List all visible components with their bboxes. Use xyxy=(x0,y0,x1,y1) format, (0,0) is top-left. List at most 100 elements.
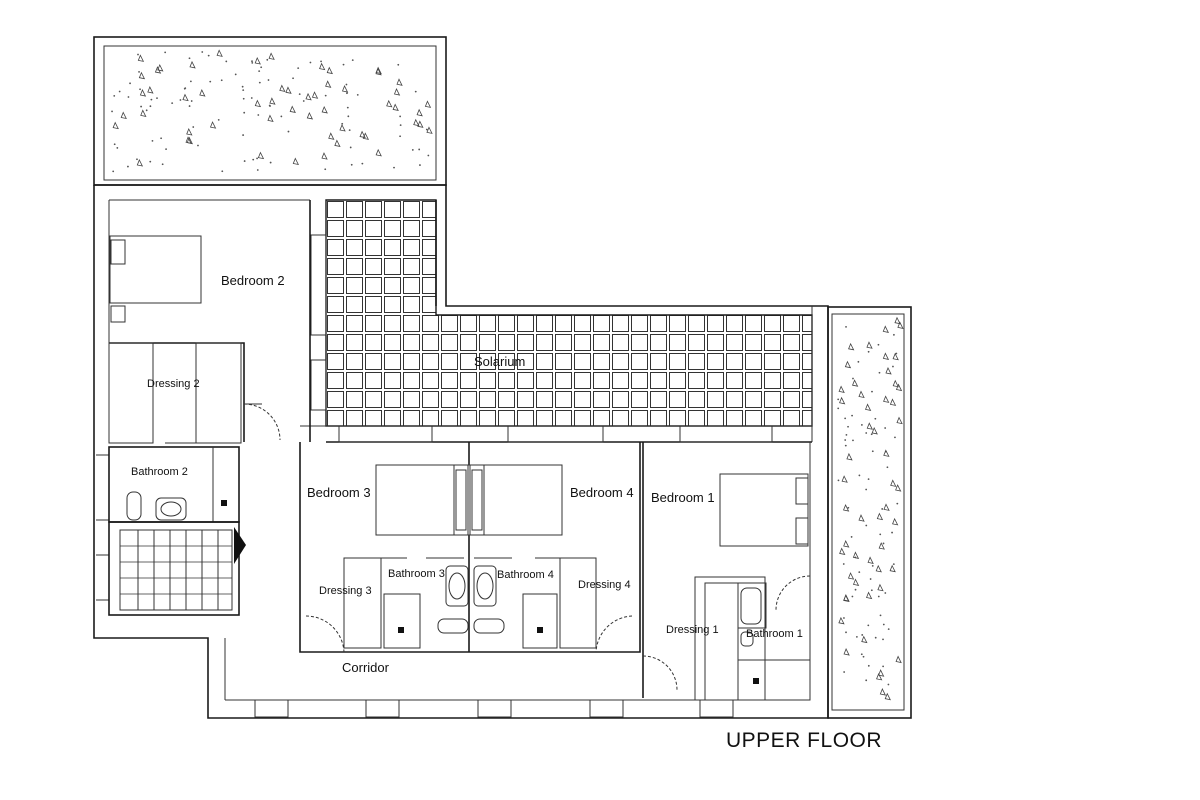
gravel-mark xyxy=(156,97,158,99)
gravel-mark xyxy=(182,93,189,102)
label-bedroom-4: Bedroom 4 xyxy=(570,485,634,500)
gravel-mark xyxy=(858,571,861,573)
gravel-mark xyxy=(269,161,272,164)
gravel-mark xyxy=(879,688,887,696)
gravel-mark xyxy=(140,109,147,117)
gravel-mark xyxy=(199,89,206,97)
gravel-mark xyxy=(883,449,890,457)
gravel-mark xyxy=(865,679,868,682)
gravel-mark xyxy=(858,474,861,477)
gravel-mark xyxy=(884,692,891,701)
gravel-mark xyxy=(425,128,428,131)
gravel-mark xyxy=(837,479,840,482)
label-bathroom-4: Bathroom 4 xyxy=(497,569,554,581)
gravel-mark xyxy=(356,94,359,96)
gravel-mark xyxy=(897,321,904,329)
gravel-mark xyxy=(882,352,890,360)
gravel-mark xyxy=(886,466,889,469)
gravel-mark xyxy=(841,475,848,483)
gravel-mark xyxy=(847,425,849,428)
gravel-mark xyxy=(183,87,186,90)
gravel-mark xyxy=(351,59,354,62)
gravel-mark xyxy=(129,82,131,85)
gravel-mark xyxy=(292,157,300,166)
gravel-mark xyxy=(882,542,885,545)
gravel-mark xyxy=(844,360,852,369)
gravel-mark xyxy=(847,572,855,580)
gravel-mark xyxy=(341,122,344,125)
gravel-mark xyxy=(858,514,865,522)
gravel-mark xyxy=(209,121,217,129)
label-bedroom-1: Bedroom 1 xyxy=(651,490,715,505)
gravel-mark xyxy=(285,86,292,94)
gravel-mark xyxy=(887,628,890,631)
gravel-mark xyxy=(842,563,845,565)
gravel-mark xyxy=(867,664,870,667)
gravel-mark xyxy=(414,90,417,93)
gravel-mark xyxy=(127,96,130,98)
gravel-mark xyxy=(884,592,887,594)
gravel-mark xyxy=(306,111,314,120)
gravel-mark xyxy=(843,648,850,656)
gravel-mark xyxy=(324,168,327,171)
gravel-mark xyxy=(882,638,884,641)
gravel-mark xyxy=(225,60,228,63)
gravel-mark xyxy=(887,683,890,686)
gravel-mark xyxy=(393,166,395,169)
gravel-mark xyxy=(254,99,262,108)
gravel-mark xyxy=(876,512,884,521)
gravel-mark xyxy=(852,379,859,387)
gravel-mark xyxy=(854,588,857,591)
gravel-mark xyxy=(243,111,246,114)
gravel-mark xyxy=(305,92,312,101)
gravel-mark xyxy=(892,563,895,566)
gravel-mark xyxy=(189,60,196,69)
gravel-mark xyxy=(857,360,860,363)
gravel-mark xyxy=(320,60,322,63)
gravel-mark xyxy=(861,634,864,636)
gravel-mark xyxy=(879,614,882,617)
label-solarium: Solarium xyxy=(474,354,525,369)
gravel-mark xyxy=(260,66,263,69)
gravel-mark xyxy=(871,450,874,453)
beds-bedroom-3-4 xyxy=(375,464,563,536)
gravel-mark xyxy=(895,352,898,355)
gravel-mark xyxy=(347,115,350,118)
gravel-mark xyxy=(862,655,865,658)
label-dressing-4: Dressing 4 xyxy=(578,579,631,591)
gravel-mark xyxy=(350,163,353,166)
gravel-mark xyxy=(424,100,432,108)
gravel-mark xyxy=(242,97,245,100)
gravel-mark xyxy=(311,91,319,99)
gravel-mark xyxy=(896,416,903,425)
gravel-mark xyxy=(127,165,129,168)
gravel-mark xyxy=(186,128,193,136)
bedroom-2-room xyxy=(108,200,311,444)
gravel-mark xyxy=(867,556,874,564)
label-bedroom-3: Bedroom 3 xyxy=(307,485,371,500)
gravel-mark xyxy=(164,51,167,54)
gravel-mark xyxy=(149,160,152,163)
bathroom-2-room xyxy=(108,446,240,523)
gravel-mark xyxy=(871,564,874,567)
gravel-mark xyxy=(892,517,899,526)
gravel-mark xyxy=(188,105,191,107)
gravel-mark xyxy=(375,148,382,157)
gravel-mark xyxy=(419,164,421,166)
label-dressing-2: Dressing 2 xyxy=(147,378,200,390)
gravel-mark xyxy=(325,80,332,88)
gravel-mark xyxy=(209,80,212,83)
gravel-mark xyxy=(113,94,116,97)
gravel-mark xyxy=(339,124,346,132)
gravel-mark xyxy=(416,108,423,117)
gravel-mark xyxy=(269,97,276,105)
gravel-mark xyxy=(359,130,366,139)
gravel-mark xyxy=(871,390,873,393)
gravel-mark xyxy=(334,139,341,147)
gravel-mark xyxy=(136,159,144,167)
gravel-mark xyxy=(258,70,261,73)
gravel-mark xyxy=(185,136,192,144)
gravel-mark xyxy=(346,106,349,109)
gravel-mark xyxy=(844,439,847,441)
gravel-mark xyxy=(190,100,193,102)
